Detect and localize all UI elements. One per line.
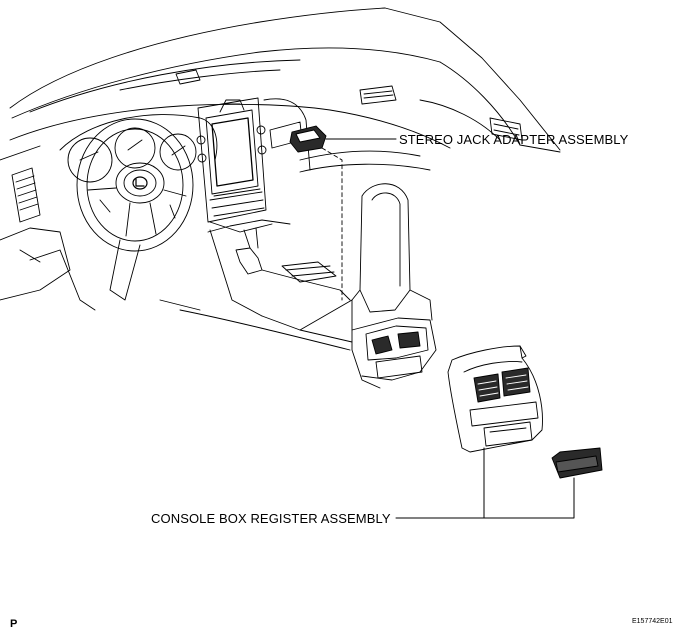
console-register-leader bbox=[395, 447, 575, 519]
instrument-cluster bbox=[59, 114, 218, 183]
console-register-part bbox=[447, 345, 543, 453]
stereo-jack-adapter-label: STEREO JACK ADAPTER ASSEMBLY bbox=[399, 132, 629, 147]
stereo-jack-dash-line bbox=[321, 147, 343, 301]
center-console bbox=[159, 219, 353, 351]
passenger-dash bbox=[269, 99, 523, 173]
figure-code: E157742E01 bbox=[632, 618, 673, 625]
page-marker: P bbox=[10, 618, 18, 630]
lexus-emblem-icon bbox=[132, 176, 148, 190]
console-box bbox=[299, 183, 437, 389]
left-vent bbox=[0, 167, 96, 311]
dashboard-outline bbox=[0, 7, 561, 161]
steering-wheel bbox=[76, 118, 194, 301]
register-cover-part bbox=[551, 447, 603, 479]
stereo-jack-adapter-part bbox=[289, 125, 327, 153]
center-stack bbox=[196, 97, 311, 233]
console-box-register-label: CONSOLE BOX REGISTER ASSEMBLY bbox=[151, 511, 391, 526]
